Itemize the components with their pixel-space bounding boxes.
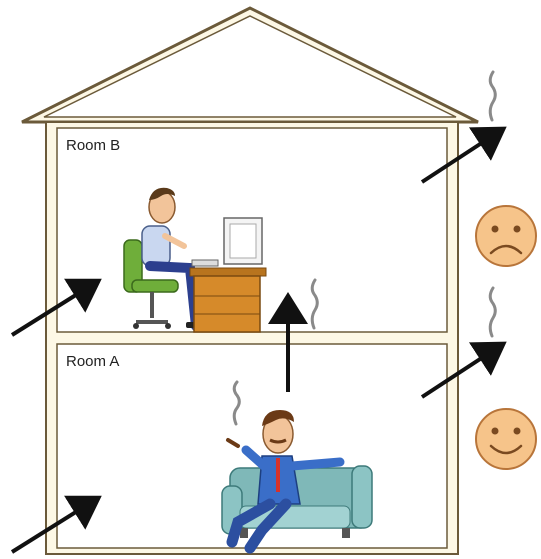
smoke-icon xyxy=(488,286,497,338)
air-inflow-arrow-room-a xyxy=(10,495,102,554)
smoke-icon xyxy=(232,380,241,426)
smoke-icon xyxy=(488,70,497,122)
desk-icon xyxy=(189,267,267,333)
air-inflow-arrow-room-b xyxy=(10,278,102,337)
room-a-label: Room A xyxy=(66,353,119,370)
smoke-wisps xyxy=(232,70,497,426)
office-worker-illustration xyxy=(123,187,267,333)
computer-monitor-icon xyxy=(191,217,263,267)
office-chair-icon xyxy=(123,239,179,329)
sad-face-icon xyxy=(475,205,537,267)
house-roof xyxy=(21,6,479,124)
smoke-icon xyxy=(310,278,319,330)
airflow-arrows xyxy=(10,126,507,554)
smoking-man-illustration xyxy=(221,410,373,554)
happy-face-icon xyxy=(475,408,537,470)
air-outflow-arrow-room-a xyxy=(420,341,507,399)
room-b-label: Room B xyxy=(66,137,120,154)
air-outflow-arrow-room-b xyxy=(420,126,507,184)
